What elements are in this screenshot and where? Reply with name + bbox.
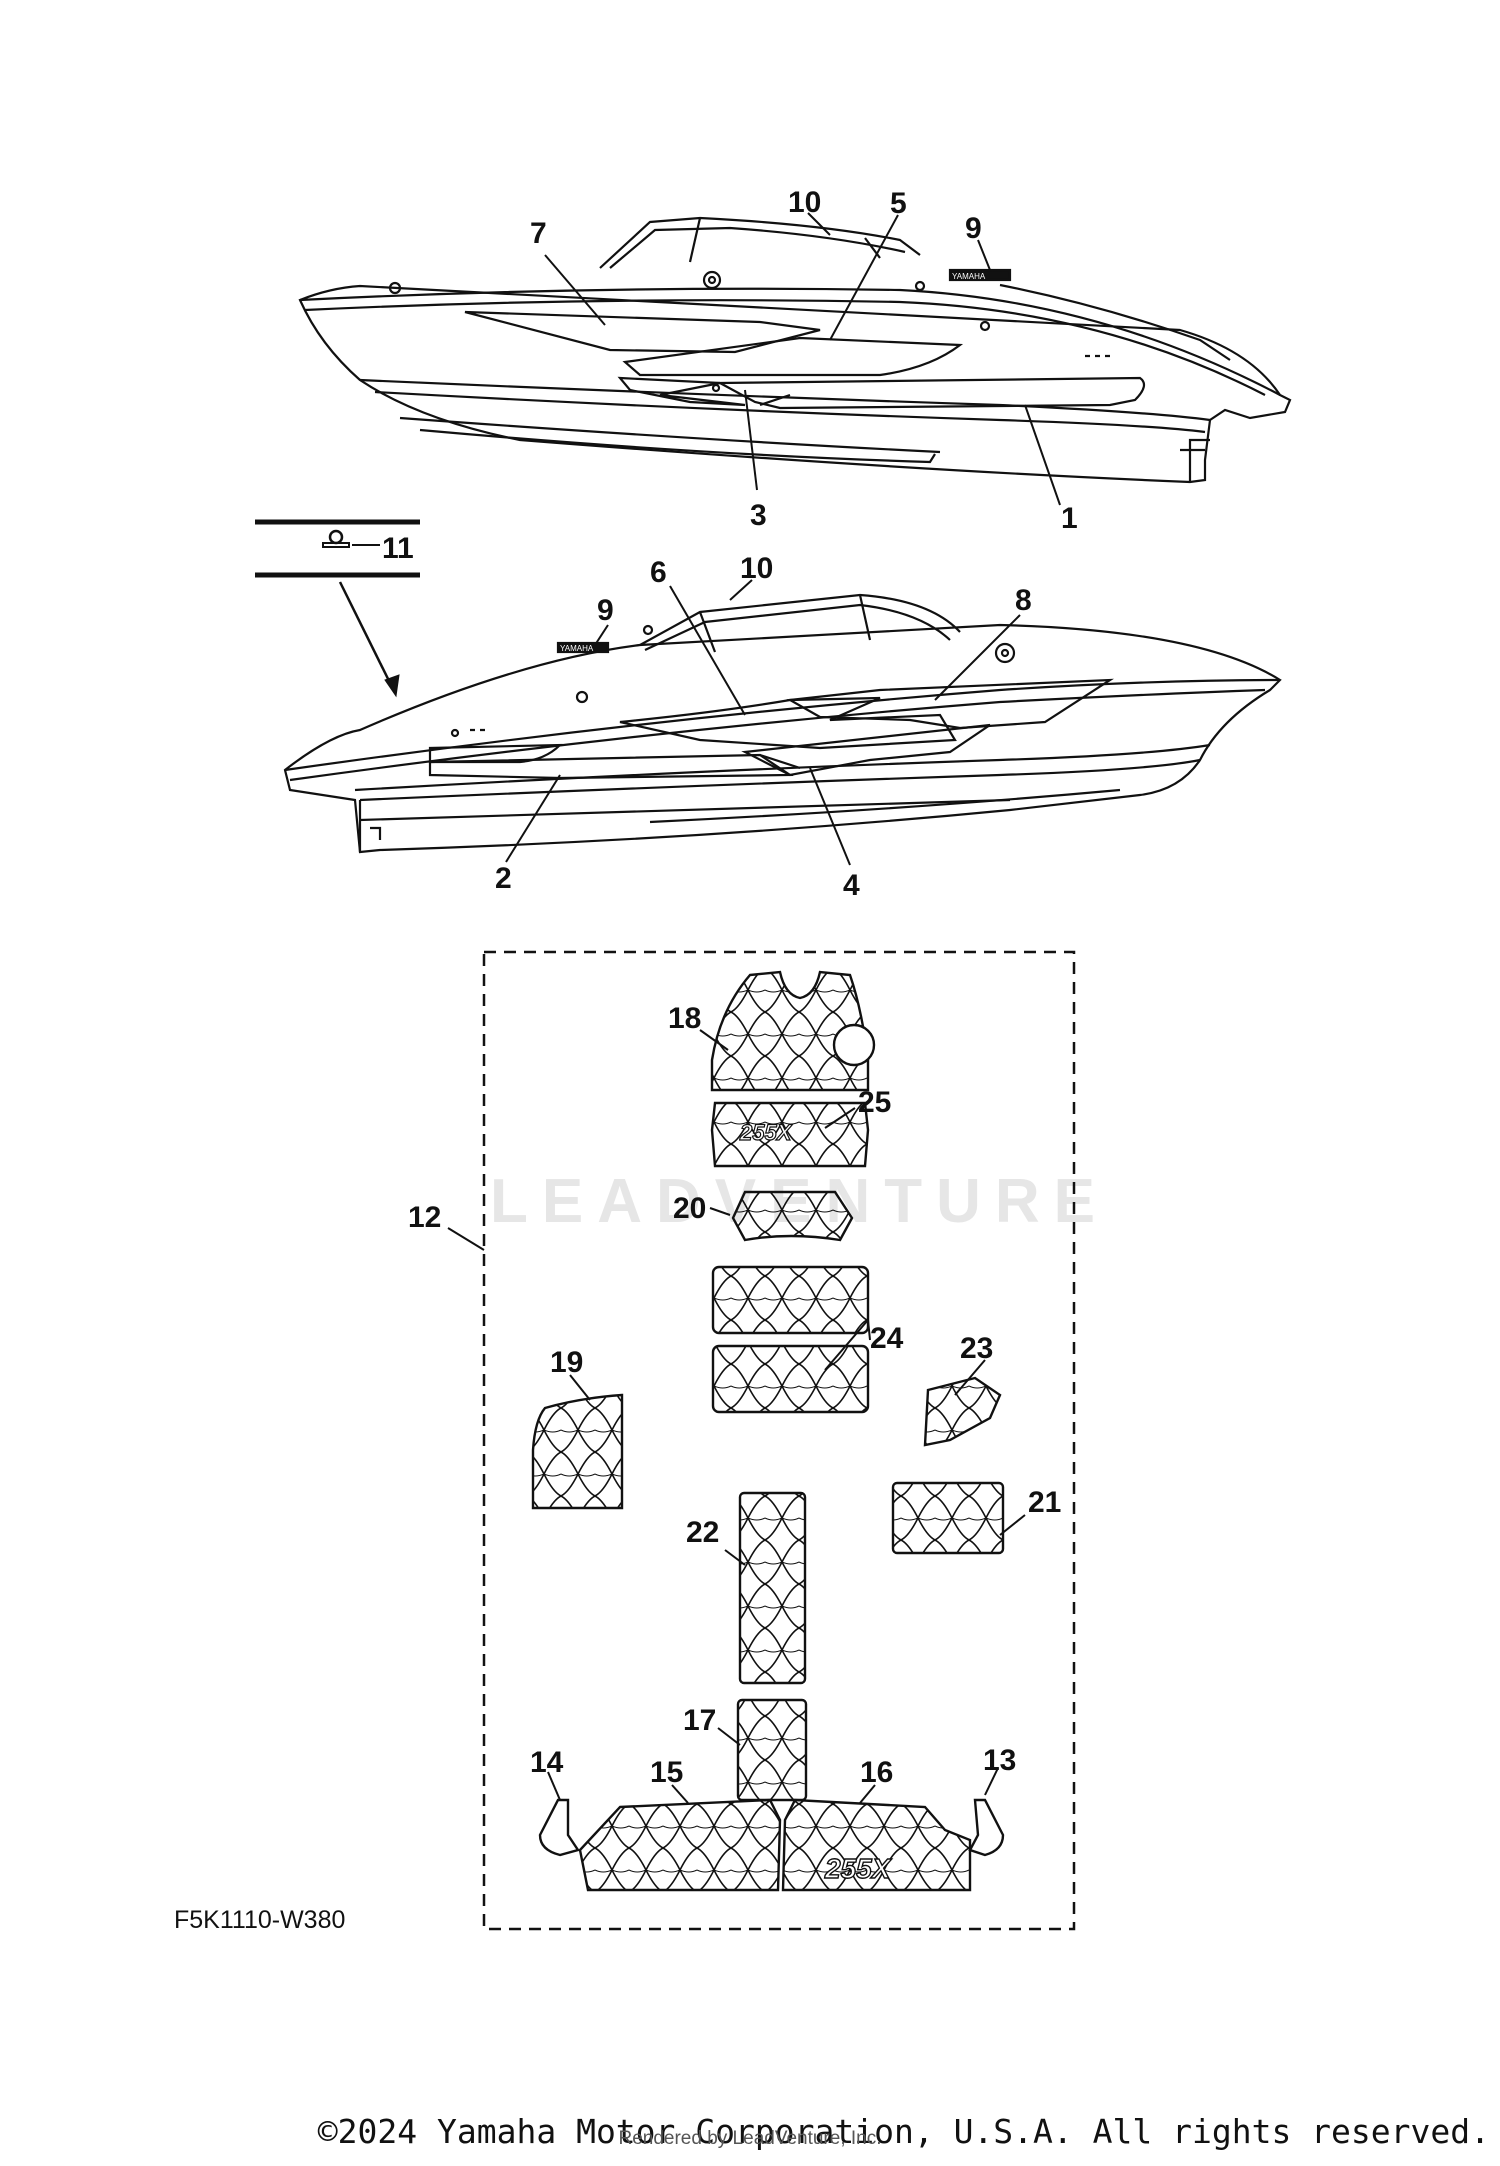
callout-8: 8: [1015, 584, 1032, 617]
callout-10-port: 10: [740, 552, 773, 585]
callout-11: 11: [382, 532, 414, 565]
callout-19: 19: [550, 1346, 583, 1379]
callout-9-starboard: 9: [965, 212, 982, 245]
callout-6: 6: [650, 556, 667, 589]
callout-21: 21: [1028, 1486, 1061, 1519]
boat-port-view: YAMAHA: [283, 593, 1282, 854]
callout-4: 4: [843, 869, 860, 902]
callout-10-starboard: 10: [788, 186, 821, 219]
boat-starboard-view: YAMAHA: [298, 216, 1292, 484]
callout-5: 5: [890, 187, 907, 220]
callout-3: 3: [750, 499, 767, 532]
callout-13: 13: [983, 1744, 1016, 1777]
callout-12: 12: [408, 1201, 441, 1234]
brand-mark-starboard: YAMAHA: [952, 272, 986, 281]
model-badge-25: 255X: [739, 1120, 793, 1145]
callout-9-port: 9: [597, 594, 614, 627]
leader-lines: [447, 212, 1061, 1804]
callout-2: 2: [495, 862, 512, 895]
callout-14: 14: [530, 1746, 564, 1779]
rendered-by: Rendered by LeadVenture, Inc.: [618, 2128, 882, 2149]
detail-inset-11: [255, 519, 420, 698]
callout-18: 18: [668, 1002, 701, 1035]
copyright-notice: ©2024 Yamaha Motor Corporation, U.S.A. A…: [317, 2112, 1490, 2151]
callout-17: 17: [683, 1704, 716, 1737]
mat-parts: [531, 970, 1005, 1892]
callout-24: 24: [870, 1322, 904, 1355]
callout-25: 25: [858, 1086, 891, 1119]
callout-1: 1: [1061, 502, 1078, 535]
callout-23: 23: [960, 1332, 993, 1365]
callout-15: 15: [650, 1756, 683, 1789]
diagram-code: F5K1110-W380: [174, 1906, 345, 1934]
callout-22: 22: [686, 1516, 719, 1549]
callout-20: 20: [673, 1192, 706, 1225]
callout-16: 16: [860, 1756, 893, 1789]
model-badge-16: 255X: [824, 1853, 893, 1884]
callout-7: 7: [530, 217, 547, 250]
mat-kit-frame: [482, 950, 1076, 1931]
brand-mark-port: YAMAHA: [560, 644, 594, 653]
